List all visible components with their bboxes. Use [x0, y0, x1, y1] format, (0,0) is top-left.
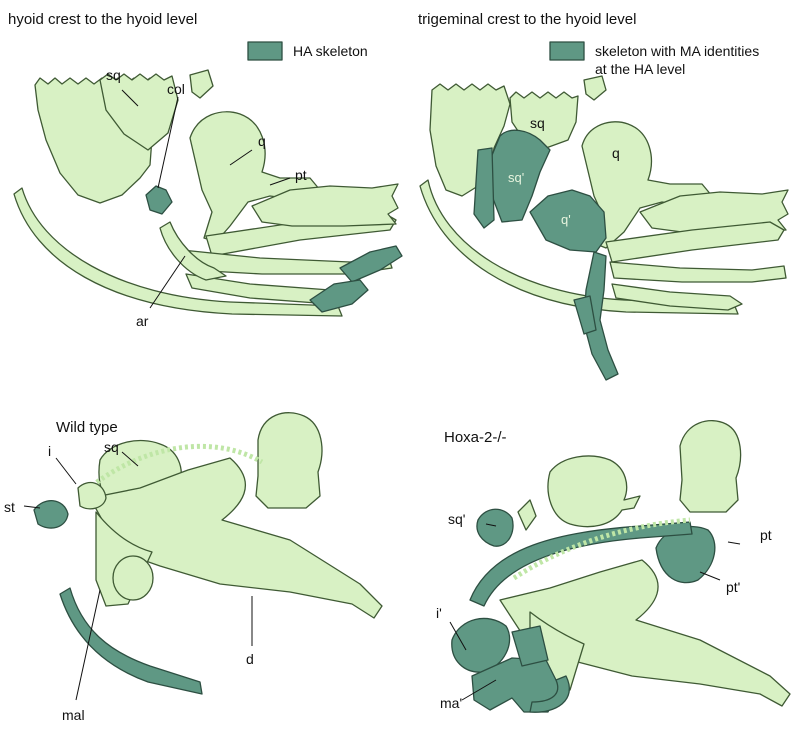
pt-knob-shape-bl: [256, 413, 322, 508]
jaw-bone-middle-shape-right: [610, 262, 786, 282]
small-bone-shape-br: [518, 500, 536, 530]
ring-bone-shape-bl: [113, 556, 153, 600]
ha-distal-upper-shape: [340, 246, 402, 282]
dark-rod-shape: [474, 148, 494, 228]
label-d: d: [246, 651, 254, 667]
leader-line-pt: [728, 542, 740, 544]
label-st: st: [4, 499, 15, 515]
panel-title-top-right: trigeminal crest to the hyoid level: [418, 11, 636, 28]
label-ma-prime: ma': [440, 695, 462, 711]
hyoid-rod-shape-bl: [60, 588, 202, 694]
small-process-shape-right: [584, 76, 606, 100]
sq-bone-shape-br: [548, 456, 640, 527]
label-sq-prime-bottom-right: sq': [448, 511, 465, 527]
col-bone-shape: [146, 186, 172, 214]
legend-label-ma-line1: skeleton with MA identities: [595, 43, 759, 59]
label-sq-prime-top-right: sq': [508, 170, 524, 185]
panel-title-top-left: hyoid crest to the hyoid level: [8, 11, 197, 28]
pt-knob-shape-br: [680, 421, 741, 512]
legend-label-ma-line2: at the HA level: [595, 61, 685, 77]
label-sq-top-left: sq: [106, 67, 121, 83]
label-i: i: [48, 443, 51, 459]
label-q-top-left: q: [258, 133, 266, 149]
panel-top-right: trigeminal crest to the hyoid level skel…: [418, 11, 788, 380]
legend-swatch-ma: [550, 42, 584, 60]
legend-swatch-ha: [248, 42, 282, 60]
legend-label-ha: HA skeleton: [293, 43, 368, 59]
small-process-shape: [190, 70, 213, 98]
label-sq-top-right: sq: [530, 115, 545, 131]
label-pt-top-left: pt: [295, 167, 307, 183]
label-col: col: [167, 81, 185, 97]
sq-prime-bone-shape-br: [477, 509, 513, 546]
panel-title-bottom-left: Wild type: [56, 419, 118, 436]
label-sq-bottom-left: sq: [104, 439, 119, 455]
label-q-top-right: q: [612, 145, 620, 161]
label-mal: mal: [62, 707, 85, 723]
label-pt-bottom-right: pt: [760, 527, 772, 543]
stapes-shape-bl: [34, 501, 68, 528]
ha-distal-lower-shape: [310, 280, 368, 312]
panel-top-left: hyoid crest to the hyoid level HA skelet…: [8, 11, 402, 329]
panel-bottom-left: Wild type sq i st mal d: [4, 413, 382, 723]
panel-title-bottom-right: Hoxa-2-/-: [444, 429, 507, 446]
label-q-prime-top-right: q': [561, 212, 571, 227]
label-pt-prime-bottom-right: pt': [726, 579, 740, 595]
label-i-prime: i': [436, 605, 442, 621]
panel-bottom-right: Hoxa-2-/- sq' pt pt' i' ma': [436, 421, 790, 713]
label-ar: ar: [136, 313, 149, 329]
leader-line-i: [56, 458, 76, 484]
